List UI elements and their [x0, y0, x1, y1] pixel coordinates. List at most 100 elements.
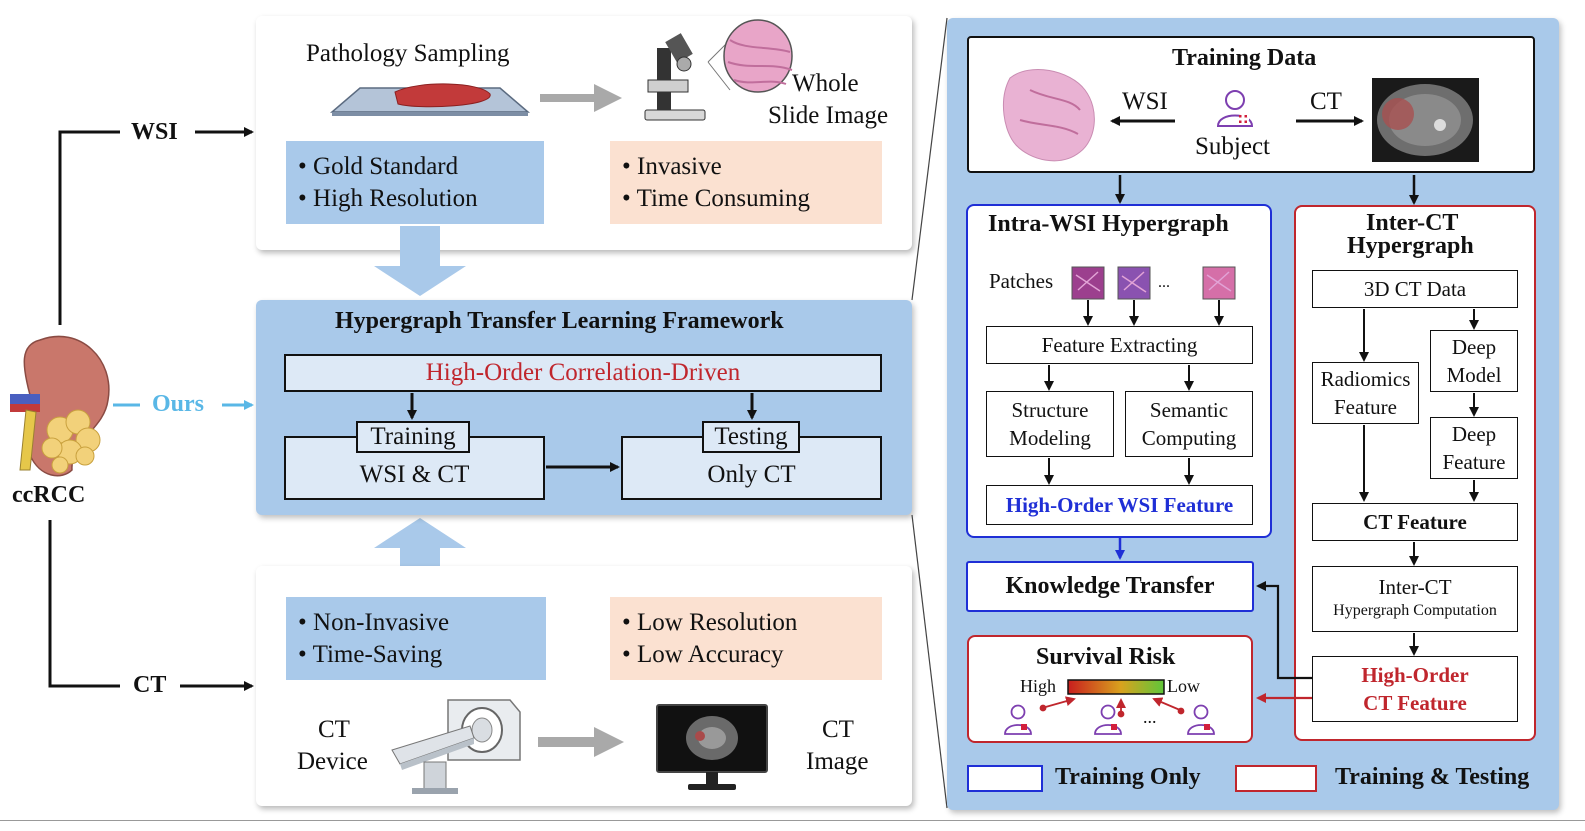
ct-arrow-label: CT — [1310, 88, 1342, 115]
ct-pro-1-text: Non-Invasive — [313, 609, 450, 636]
inter-comp-label-2: Hypergraph Computation — [1333, 602, 1497, 619]
intra-wsi-box — [966, 204, 1272, 538]
survival-risk-title: Survival Risk — [1036, 644, 1176, 670]
structure-label-1: Structure — [1011, 398, 1089, 422]
ct-pros-box — [286, 597, 546, 680]
training-tab: Training — [356, 421, 470, 453]
wsi-arrow-label: WSI — [1122, 88, 1168, 115]
ct-cons-box — [610, 597, 882, 680]
patient-ellipsis: ... — [1143, 707, 1157, 727]
inter-ct-title-2: Hypergraph — [1347, 233, 1474, 259]
wsi-cons-box — [610, 141, 882, 224]
ccrcc-label: ccRCC — [12, 482, 86, 508]
deep-feature-label-1: Deep — [1451, 422, 1497, 446]
whole-label: Whole — [792, 70, 859, 97]
wsi-pro-1-text: Gold Standard — [313, 153, 459, 180]
ct-image-label-2: Image — [806, 748, 869, 775]
ct-image-label-1: CT — [822, 716, 854, 743]
radiomics-box: Radiomics Feature — [1312, 362, 1419, 424]
wsi-pros-box — [286, 141, 544, 224]
ho-ct-label-1: High-Order — [1361, 663, 1469, 687]
intra-wsi-title: Intra-WSI Hypergraph — [988, 211, 1229, 237]
ct-device-label-2: Device — [297, 748, 368, 775]
radiomics-label-1: Radiomics — [1320, 367, 1411, 391]
wsi-branch-label: WSI — [131, 119, 178, 145]
semantic-computing-box: Semantic Computing — [1125, 391, 1253, 457]
inter-comp-box: Inter-CT Hypergraph Computation — [1312, 566, 1518, 632]
legend-training-testing-swatch — [1235, 765, 1317, 792]
training-body-label: WSI & CT — [359, 461, 470, 488]
knowledge-transfer-box: Knowledge Transfer — [966, 561, 1254, 612]
radiomics-label-2: Feature — [1334, 395, 1397, 419]
legend-training-only-label: Training Only — [1055, 764, 1201, 790]
training-data-title: Training Data — [1172, 45, 1317, 71]
semantic-label-1: Semantic — [1149, 398, 1229, 422]
wsi-feature-label: High-Order WSI Feature — [1005, 492, 1234, 517]
ct-feature-label: CT Feature — [1363, 509, 1467, 534]
wsi-con-2: • Time Consuming — [622, 185, 810, 212]
patches-label: Patches — [989, 269, 1054, 293]
ct-device-label-1: CT — [318, 716, 350, 743]
risk-high-label: High — [1020, 676, 1056, 696]
bottom-divider — [0, 820, 1585, 821]
ct3d-label: 3D CT Data — [1363, 276, 1467, 301]
semantic-label-2: Computing — [1141, 426, 1237, 450]
wsi-con-1-text: Invasive — [637, 153, 722, 180]
ct-con-2: • Low Accuracy — [622, 641, 784, 668]
ho-ct-label-2: CT Feature — [1363, 691, 1467, 715]
ho-ct-feature-box: High-Order CT Feature — [1312, 656, 1518, 722]
feature-extracting-box: Feature Extracting — [986, 326, 1253, 364]
ct-pro-2: • Time-Saving — [298, 641, 443, 668]
deep-feature-label-2: Feature — [1442, 450, 1506, 474]
training-tab-label: Training — [370, 423, 456, 450]
risk-low-label: Low — [1167, 676, 1200, 696]
testing-body-label: Only CT — [707, 461, 796, 488]
patch-ellipsis: ... — [1158, 274, 1170, 291]
testing-tab-label: Testing — [714, 423, 788, 450]
knowledge-transfer-label: Knowledge Transfer — [1005, 573, 1215, 599]
testing-tab: Testing — [702, 421, 800, 453]
deep-feature-box: Deep Feature — [1430, 417, 1518, 479]
ours-label: Ours — [152, 391, 205, 417]
deep-model-box: Deep Model — [1430, 330, 1518, 392]
ct3d-box: 3D CT Data — [1312, 270, 1518, 308]
wsi-pro-1: • Gold Standard — [298, 153, 459, 180]
deep-model-label-1: Deep — [1451, 335, 1497, 359]
wsi-con-1: • Invasive — [622, 153, 722, 180]
structure-label-2: Modeling — [1009, 426, 1091, 450]
pathology-sampling-label: Pathology Sampling — [306, 40, 510, 67]
wsi-feature-box: High-Order WSI Feature — [986, 485, 1253, 525]
correlation-label: High-Order Correlation-Driven — [425, 359, 741, 386]
ct-branch-label: CT — [133, 672, 167, 698]
feature-extracting-label: Feature Extracting — [1041, 332, 1198, 357]
legend-training-only-swatch — [967, 765, 1043, 792]
wsi-con-2-text: Time Consuming — [636, 185, 810, 212]
legend-training-testing-label: Training & Testing — [1335, 764, 1530, 790]
wsi-pro-2-text: High Resolution — [313, 185, 478, 212]
ct-pro-1: • Non-Invasive — [298, 609, 450, 636]
deep-model-label-2: Model — [1446, 363, 1502, 387]
structure-modeling-box: Structure Modeling — [986, 391, 1114, 457]
ct-con-1: • Low Resolution — [622, 609, 798, 636]
